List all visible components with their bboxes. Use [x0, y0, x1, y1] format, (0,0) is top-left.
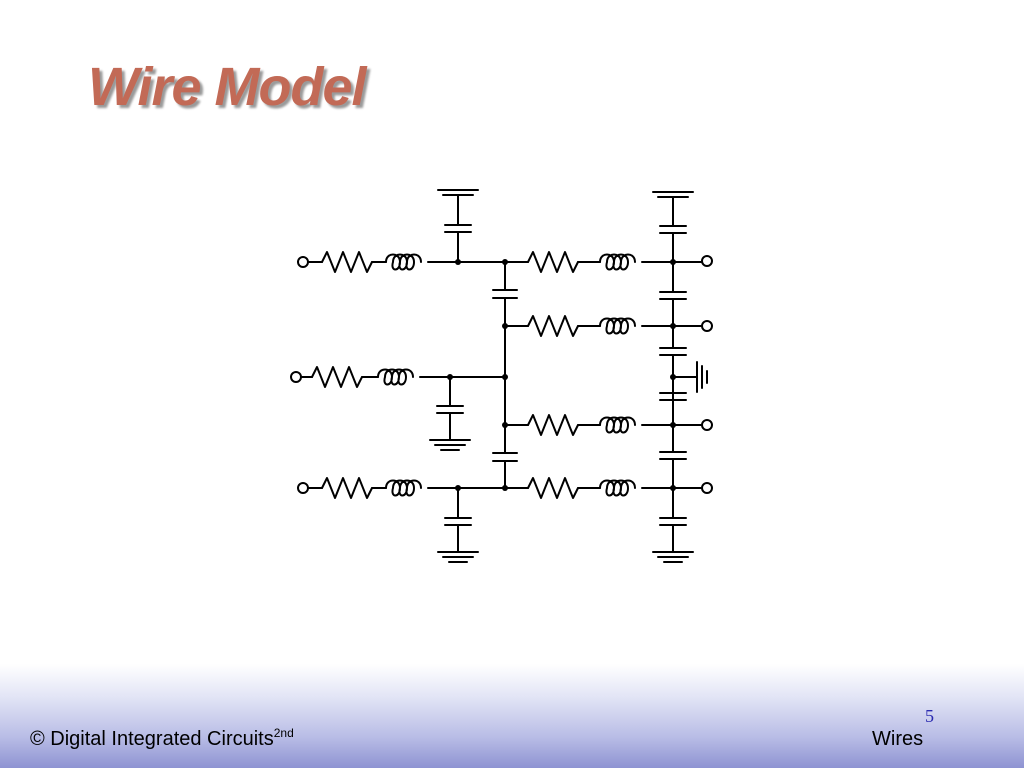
- footer-copyright-text: © Digital Integrated Circuits: [30, 728, 274, 750]
- footer-band: [0, 664, 1024, 768]
- wire-model-schematic-icon: [290, 189, 713, 563]
- junction-dots: [447, 259, 676, 491]
- wire-middle-left: [300, 366, 506, 388]
- wire-bottom: [307, 477, 703, 499]
- page-number: 5: [925, 706, 934, 726]
- footer-edition-superscript: 2nd: [273, 726, 294, 740]
- footer-section-label: Wires: [872, 728, 924, 750]
- footer-copyright: © Digital Integrated Circuits2nd: [30, 726, 294, 751]
- ground-caps-left: [429, 189, 479, 563]
- coupling-bus-right: [652, 191, 708, 563]
- wire-top: [307, 251, 703, 273]
- slide-title: Wire Model: [88, 57, 367, 117]
- terminal-group: [290, 255, 713, 494]
